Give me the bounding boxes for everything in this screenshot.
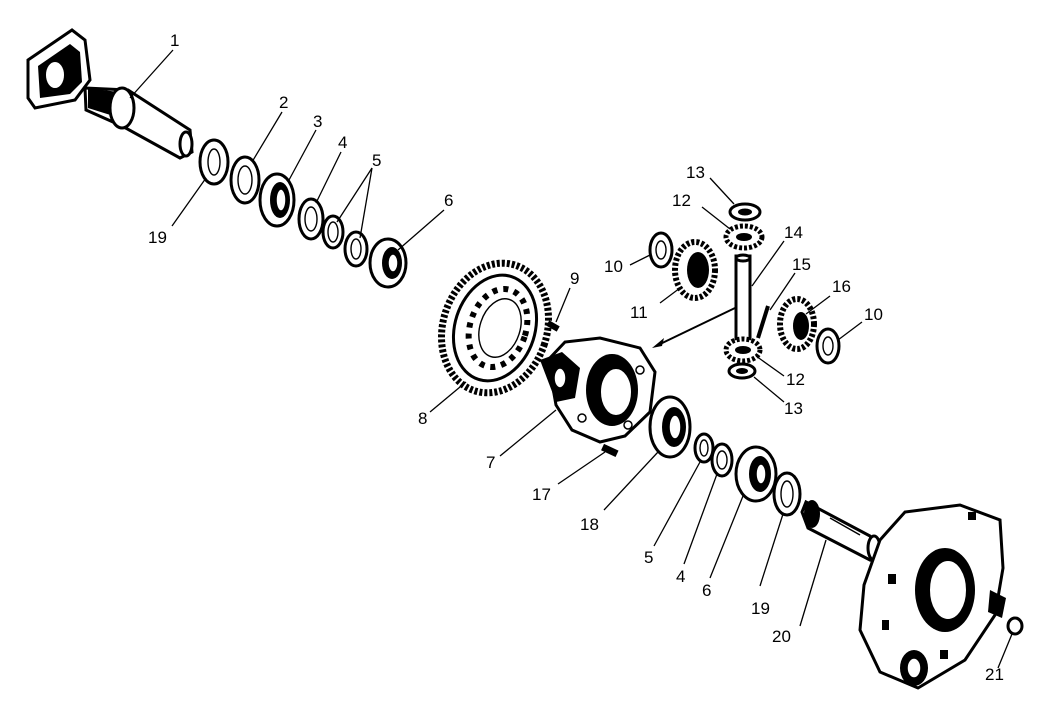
bearing-18: [648, 395, 692, 459]
callout-labels: 1 2 3 4 5 6 19 7 8 9 10 11 12 13 14 15 1…: [148, 31, 1004, 684]
left-axle-shaft: [83, 86, 194, 160]
left-housing-flange: [26, 28, 92, 110]
callout-12-bottom: 12: [786, 370, 805, 389]
right-axle-stub-20: [800, 499, 882, 562]
pin-15: [756, 305, 770, 339]
callout-16: 16: [832, 277, 851, 296]
callout-10-lower: 10: [864, 305, 883, 324]
callout-4-left: 4: [338, 133, 347, 152]
washer-10-lower: [815, 327, 841, 365]
callout-5-right: 5: [644, 548, 653, 567]
callout-18: 18: [580, 515, 599, 534]
callout-14: 14: [784, 223, 803, 242]
ring-5-left-a: [321, 214, 345, 250]
callout-20: 20: [772, 627, 791, 646]
bearing-3: [258, 172, 296, 228]
bearing-6-left: [368, 237, 408, 289]
callout-10-upper: 10: [604, 257, 623, 276]
ring-5-right: [693, 432, 715, 464]
callout-3: 3: [313, 112, 322, 131]
callout-19-right: 19: [751, 599, 770, 618]
side-gear-16: [777, 296, 817, 352]
callout-5-left: 5: [372, 151, 381, 170]
callout-7: 7: [486, 453, 495, 472]
callout-15: 15: [792, 255, 811, 274]
callout-4-right: 4: [676, 567, 685, 586]
plug-21: [1006, 616, 1024, 636]
assembly-arrow: [652, 307, 736, 348]
pinion-shaft-14: [734, 253, 752, 346]
callout-13-top: 13: [686, 163, 705, 182]
pinion-12-bottom: [723, 336, 763, 364]
callout-13-bottom: 13: [784, 399, 803, 418]
differential-case-7: [540, 336, 657, 444]
ring-19-right: [772, 471, 802, 517]
callout-6-left: 6: [444, 191, 453, 210]
ring-2: [229, 155, 261, 205]
callout-1: 1: [170, 31, 179, 50]
leader-lines: [129, 49, 1013, 669]
callout-9: 9: [570, 269, 579, 288]
washer-13-bottom: [727, 362, 757, 380]
callout-12-top: 12: [672, 191, 691, 210]
washer-13-top: [728, 202, 762, 222]
bearing-6-right: [734, 445, 778, 503]
callout-19-left: 19: [148, 228, 167, 247]
ring-4-left: [297, 197, 325, 241]
side-gear-11: [672, 239, 718, 301]
ring-19-left: [198, 138, 230, 186]
ring-4-right: [710, 442, 734, 478]
callout-11: 11: [630, 303, 648, 322]
callout-17: 17: [532, 485, 551, 504]
callout-2: 2: [279, 93, 288, 112]
callout-6-right: 6: [702, 581, 711, 600]
bolt-17: [601, 443, 619, 458]
callout-8: 8: [418, 409, 427, 428]
ring-gear-8: [438, 259, 552, 397]
right-housing-cover: [858, 503, 1006, 690]
ring-5-left-b: [343, 230, 369, 268]
pinion-12-top: [723, 223, 765, 251]
bolt-9: [546, 320, 560, 332]
washer-10-upper: [648, 231, 674, 269]
callout-21: 21: [985, 665, 1004, 684]
